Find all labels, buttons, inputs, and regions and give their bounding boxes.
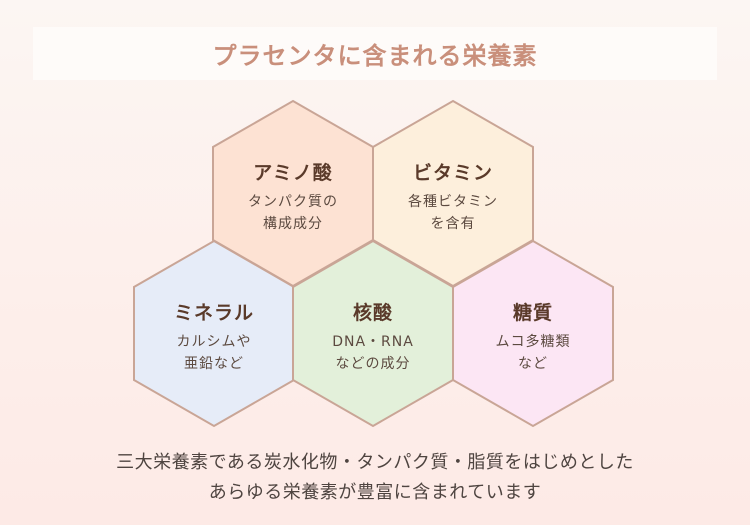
- hex-desc-line: ムコ多糖類: [495, 334, 571, 350]
- hex-label-amino: アミノ酸 タンパク質の 構成成分: [213, 158, 373, 235]
- hex-title: アミノ酸: [253, 162, 333, 184]
- hexagon-sugar: [452, 239, 614, 428]
- hex-title: ミネラル: [173, 302, 254, 324]
- hex-label-nucleic: 核酸 DNA・RNA などの成分: [293, 298, 453, 375]
- hex-description: ムコ多糖類 など: [453, 331, 613, 375]
- footer-line-1: 三大栄養素である炭水化物・タンパク質・脂質をはじめとした: [116, 452, 634, 473]
- hex-desc-line: カルシムや: [176, 334, 252, 350]
- hex-label-sugar: 糖質 ムコ多糖類 など: [453, 298, 613, 375]
- hex-desc-line: などの成分: [335, 356, 411, 372]
- hex-title: 糖質: [512, 302, 553, 324]
- hex-desc-line: 亜鉛など: [184, 356, 244, 372]
- hex-desc-line: タンパク質の: [248, 194, 338, 210]
- hex-description: タンパク質の 構成成分: [213, 191, 373, 235]
- hex-description: DNA・RNA などの成分: [293, 331, 453, 375]
- page-title: プラセンタに含まれる栄養素: [212, 42, 538, 70]
- title-banner: プラセンタに含まれる栄養素: [33, 27, 717, 80]
- hex-desc-line: など: [518, 356, 548, 372]
- hex-title: 核酸: [352, 302, 393, 324]
- footer-caption: 三大栄養素である炭水化物・タンパク質・脂質をはじめとした あらゆる栄養素が豊富に…: [0, 448, 750, 508]
- hex-label-mineral: ミネラル カルシムや 亜鉛など: [134, 298, 294, 375]
- hex-desc-line: 各種ビタミン: [408, 194, 498, 210]
- hex-title: ビタミン: [412, 162, 493, 184]
- hex-label-vitamin: ビタミン 各種ビタミン を含有: [373, 158, 533, 235]
- hex-desc-line: DNA・RNA: [332, 334, 414, 350]
- hex-desc-line: 構成成分: [263, 216, 323, 232]
- hex-description: 各種ビタミン を含有: [373, 191, 533, 235]
- hex-description: カルシムや 亜鉛など: [134, 331, 294, 375]
- footer-line-2: あらゆる栄養素が豊富に含まれています: [208, 482, 542, 503]
- hex-desc-line: を含有: [430, 216, 476, 232]
